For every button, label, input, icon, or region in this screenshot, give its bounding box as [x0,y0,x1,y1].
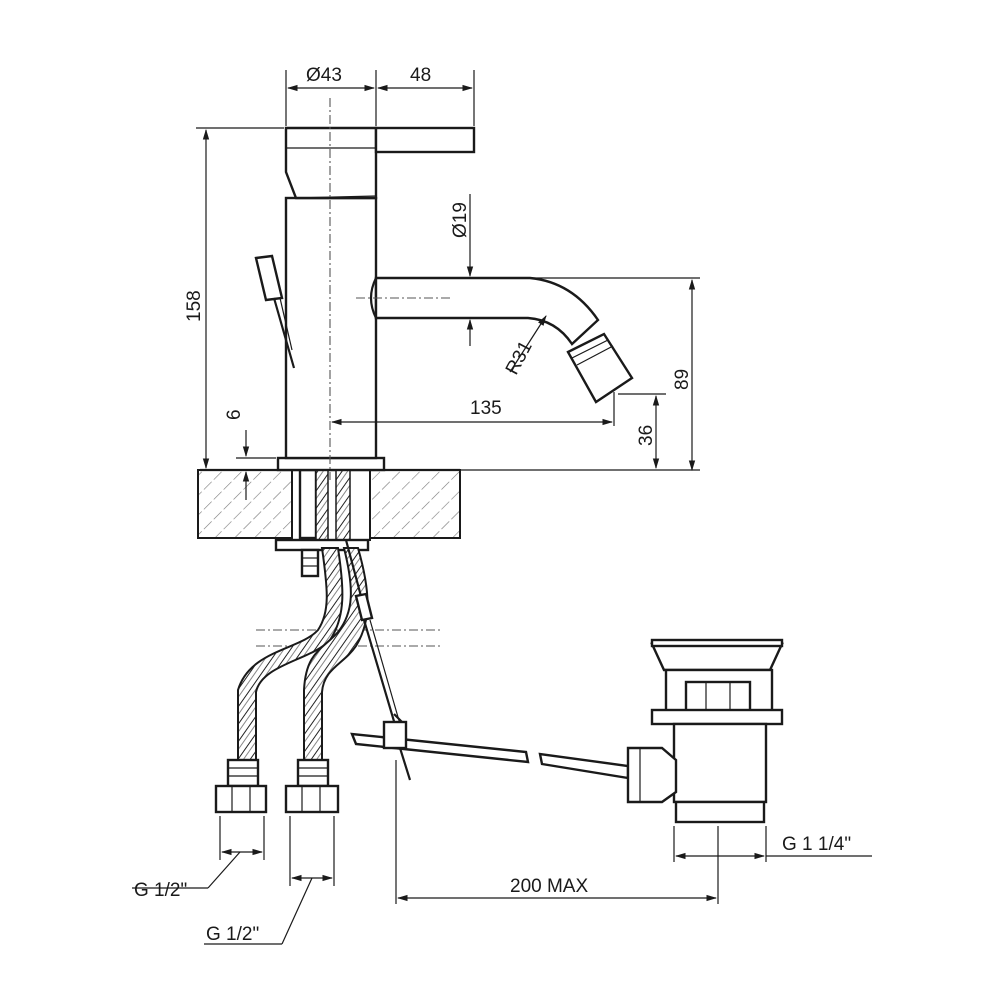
linkage-rod [350,713,630,781]
dim-spout-diameter: Ø19 [450,202,471,238]
supply-hoses [237,547,369,761]
dim-spout-reach: 135 [470,398,502,419]
dim-hose-thread-1: G 1/2" [134,880,187,901]
hose-fitting-left [214,758,268,814]
dim-spout-height: 89 [672,369,693,390]
dim-outlet-height: 36 [636,425,657,446]
hose-fitting-right [284,758,340,814]
pull-rod [344,539,401,729]
dim-hose-thread-2: G 1/2" [206,924,259,945]
dim-total-height: 158 [184,290,205,322]
rod-clamp [382,713,412,781]
spout [369,276,634,404]
aerator [566,332,634,404]
dim-base-thickness: 6 [224,409,245,420]
lever-handle [374,126,476,154]
faucet-base [276,456,386,472]
dim-lever-length: 48 [410,65,431,86]
dim-rod-length: 200 MAX [510,876,588,897]
popup-waste [626,638,784,824]
dim-body-diameter: Ø43 [306,65,342,86]
dim-waste-thread: G 1 1/4" [782,834,851,855]
mounting-shank [274,468,370,578]
popup-knob [254,254,296,369]
dimension-lines [132,70,872,945]
faucet-body [284,126,378,460]
dim-spout-radius: R31 [502,338,537,379]
countertop [197,467,461,541]
